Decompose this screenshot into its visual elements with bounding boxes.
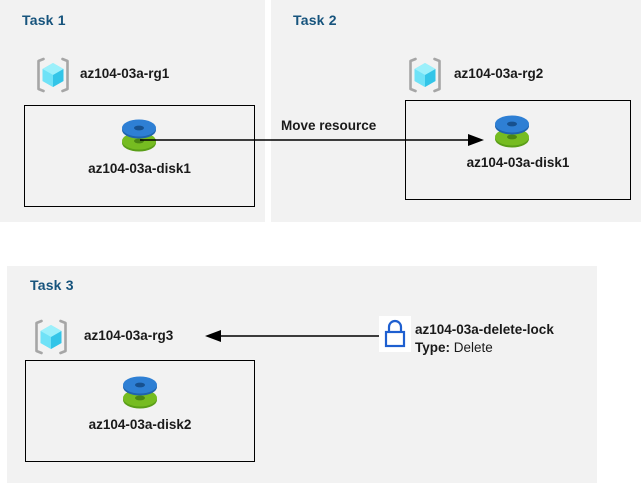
disk-icon [116, 114, 162, 158]
resource-group-icon [34, 56, 72, 94]
resource-group-label-rg3: az104-03a-rg3 [84, 328, 174, 343]
task-title-task3: Task 3 [30, 277, 74, 293]
delete-lock-arrow [205, 324, 385, 348]
resource-group-icon [32, 318, 70, 356]
resource-group-label-rg2: az104-03a-rg2 [454, 66, 544, 81]
delete-lock-type: Type: Delete [415, 340, 493, 355]
resource-group-label-rg1: az104-03a-rg1 [80, 66, 170, 81]
move-resource-label: Move resource [281, 118, 377, 133]
disk-icon [117, 371, 163, 415]
disk-label-disk2: az104-03a-disk2 [88, 417, 192, 432]
lock-icon [379, 316, 411, 352]
resource-group-box-rg1 [24, 105, 255, 207]
task-title-task1: Task 1 [22, 12, 66, 28]
resource-group-icon [406, 56, 444, 94]
delete-lock-type-value: Delete [453, 340, 493, 355]
task-title-task2: Task 2 [293, 12, 337, 28]
disk-icon [489, 110, 535, 154]
disk-label-disk1-moved: az104-03a-disk1 [466, 155, 570, 170]
delete-lock-name: az104-03a-delete-lock [415, 322, 554, 337]
disk-label-disk1: az104-03a-disk1 [88, 161, 191, 176]
move-resource-arrow [140, 126, 485, 154]
delete-lock-type-key: Type: [415, 340, 451, 355]
